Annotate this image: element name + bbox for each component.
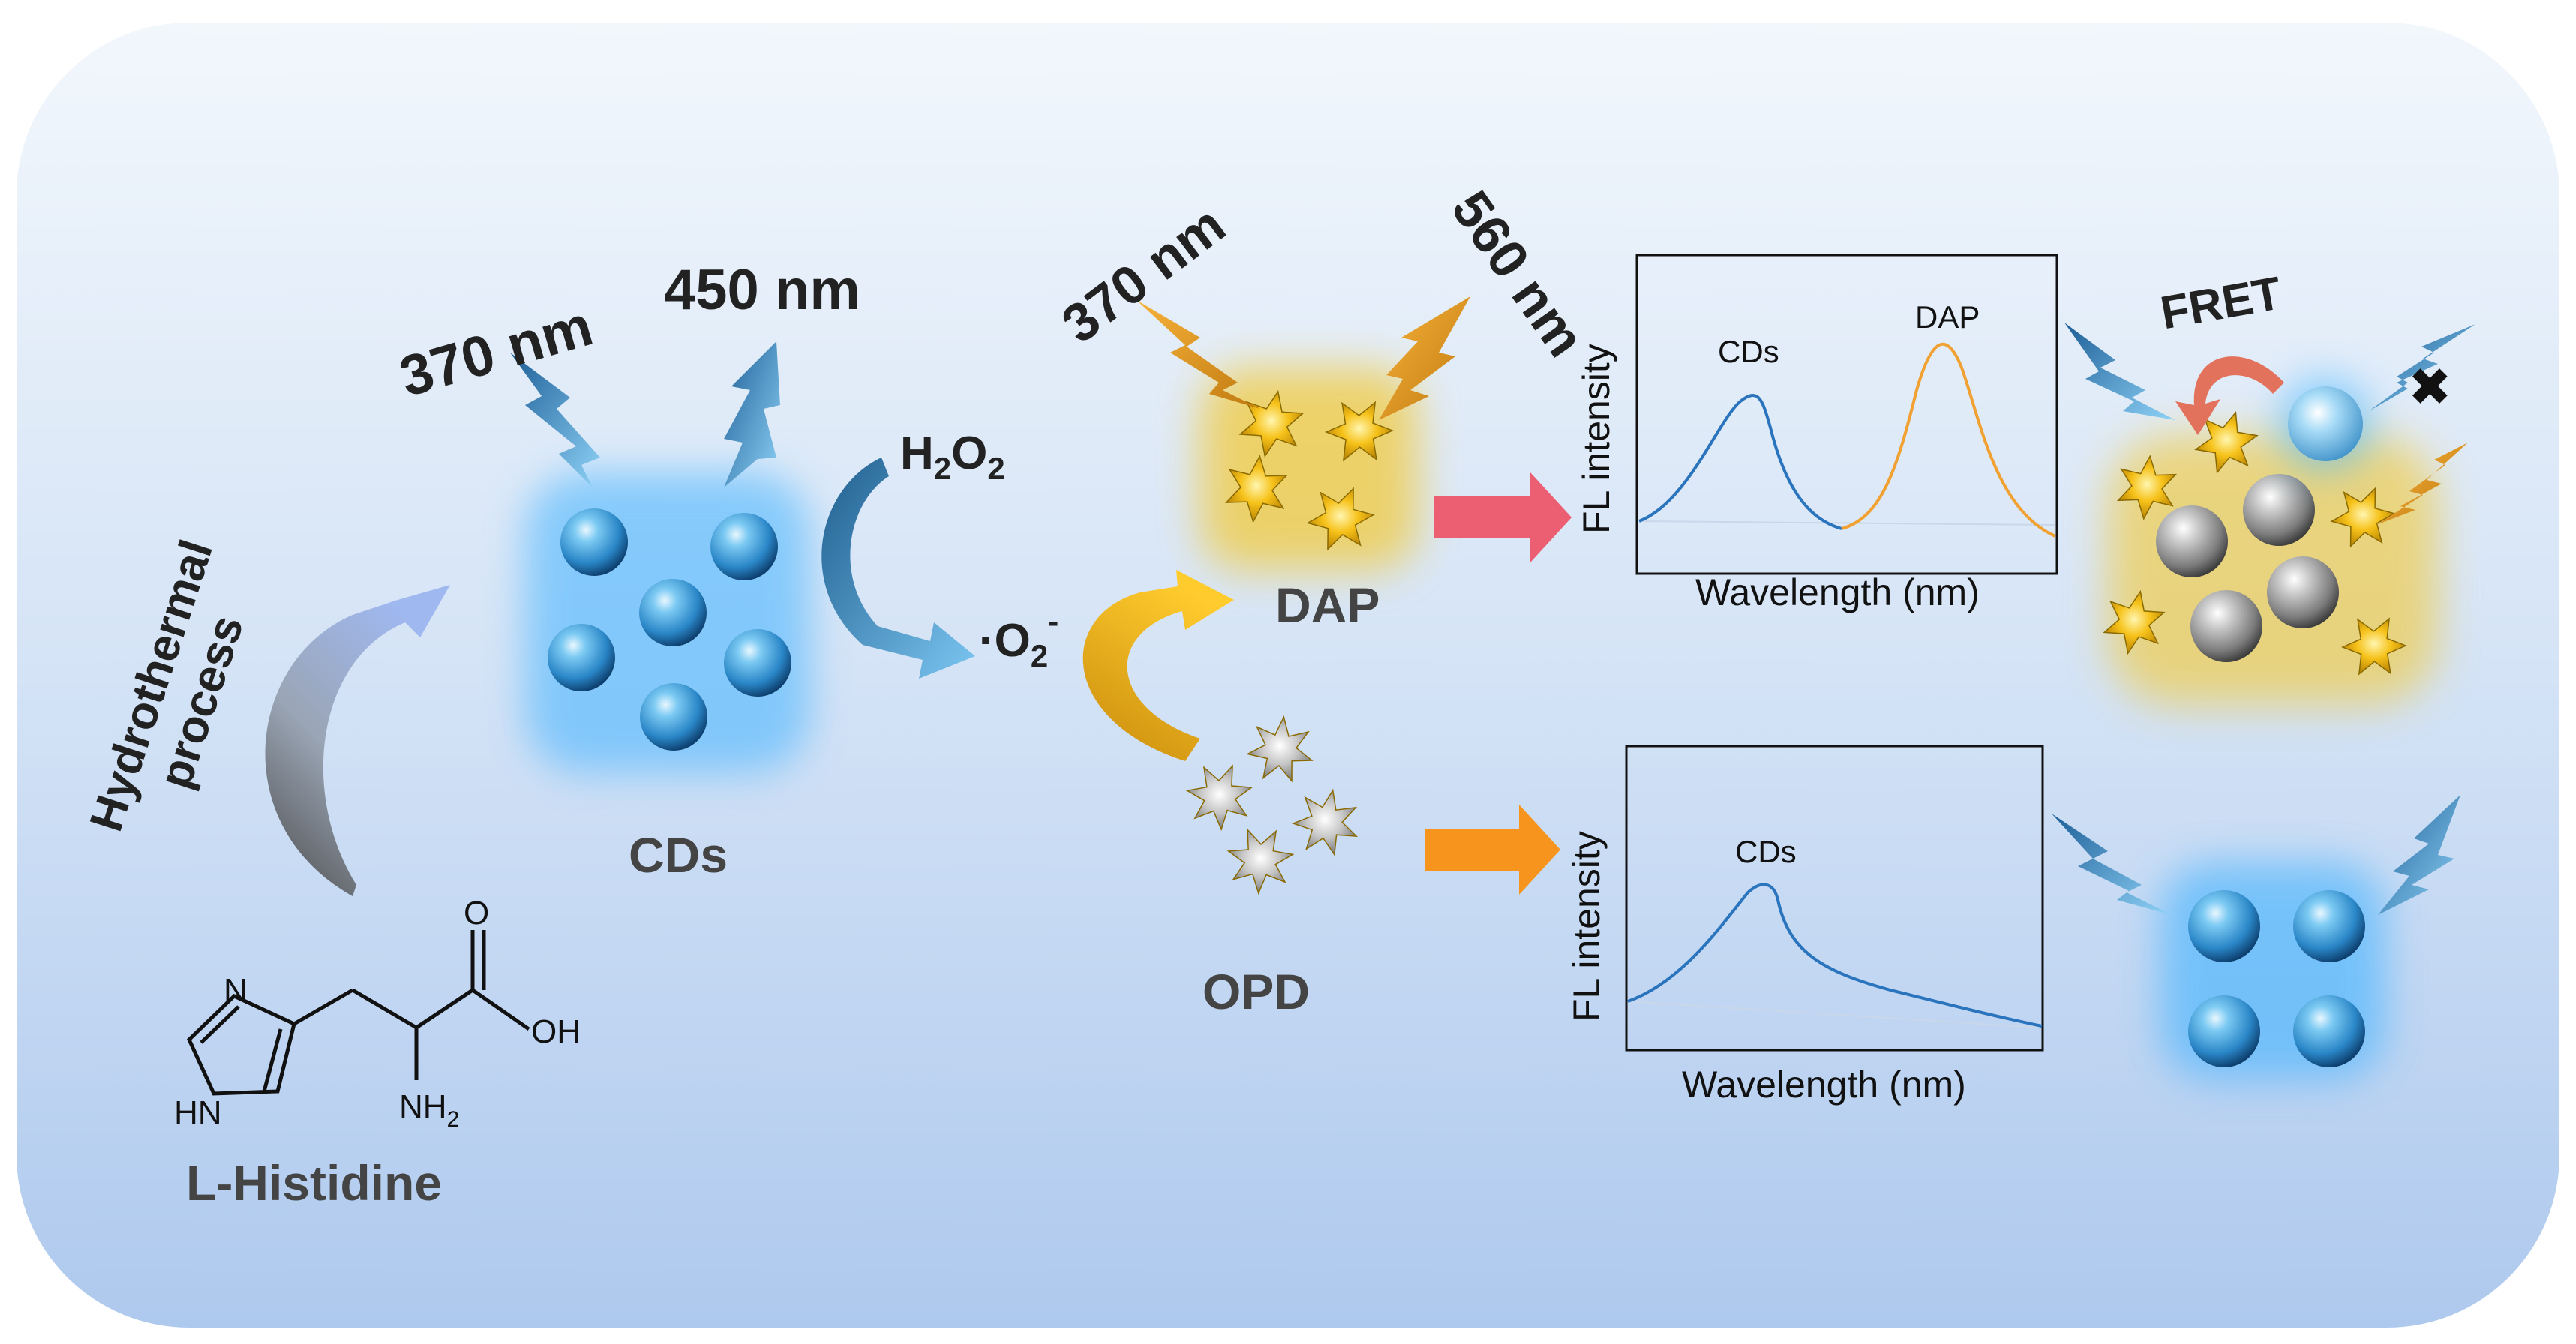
histidine-structure — [186, 930, 530, 1096]
spectrum-top-cds-curve — [1638, 394, 1842, 530]
spectrum-top-frame — [1635, 254, 2058, 575]
spectrum-top-xlabel: Wavelength (nm) — [1695, 572, 1980, 614]
spectrum-top-ylabel: FL intensity — [1575, 344, 1617, 534]
dap-star-molecule — [1238, 389, 1305, 458]
cd-particle — [2188, 890, 2260, 962]
h2o2-label: H2O2 — [900, 428, 1005, 486]
donor-cd-particle — [2288, 386, 2363, 461]
cd-particle — [2293, 995, 2365, 1067]
ring-hn-label: HN — [174, 1094, 222, 1131]
opd-star-molecule — [1185, 764, 1253, 832]
dap-name-label: DAP — [1275, 578, 1380, 633]
superoxide-label: ·O2- — [979, 604, 1058, 674]
fret-dap-bolt-icon — [2376, 442, 2468, 525]
background-panel — [17, 22, 2559, 1328]
fret-stars — [2103, 411, 2407, 676]
cd-particle — [724, 629, 791, 697]
opd-stars — [1185, 716, 1359, 896]
excitation-bolt-icon — [510, 352, 600, 488]
fret-star-molecule — [2103, 590, 2166, 656]
quenched-cd-particle — [2243, 474, 2315, 546]
emission-bolt-icon — [724, 341, 780, 488]
dap-excitation-bolt-icon — [1136, 300, 1260, 409]
cds-emission-label: 450 nm — [664, 258, 860, 322]
cds-name-label: CDs — [629, 827, 728, 883]
dap-stars — [1225, 389, 1394, 551]
cd-particle — [2293, 890, 2365, 962]
opd-to-dap-arrow — [1082, 570, 1234, 761]
opd-name-label: OPD — [1202, 964, 1310, 1019]
free-cds-emission-bolt-icon — [2378, 795, 2460, 915]
spectrum-bottom-frame — [1625, 745, 2044, 1052]
free-cds-cluster — [2160, 862, 2385, 1080]
hydroxyl-label: OH — [531, 1013, 581, 1050]
quenched-cd-particle — [2267, 556, 2339, 628]
cds-cluster — [525, 472, 810, 772]
quenched-cd-particle — [2156, 506, 2228, 578]
fret-transfer-arrow — [2175, 356, 2284, 435]
fret-star-molecule — [2341, 617, 2407, 676]
quenched-cd-particle — [2190, 590, 2262, 662]
imidazole-ring — [186, 994, 296, 1096]
spectrum-bottom-xlabel: Wavelength (nm) — [1682, 1064, 1966, 1106]
cd-particle — [640, 683, 707, 751]
fret-star-molecule — [2116, 454, 2178, 520]
opd-star-molecule — [1291, 788, 1359, 856]
opd-star-molecule — [1246, 716, 1314, 783]
spectrum-bottom-baseline — [1627, 1000, 2041, 1028]
spectrum-bottom-cds-curve — [1627, 883, 2043, 1028]
carbonyl-o-label: O — [464, 895, 489, 932]
amine-label: NH2 — [399, 1088, 459, 1132]
h2o2-arrow — [821, 458, 975, 679]
spectrum-top-baseline — [1638, 520, 2056, 526]
spectrum-top-peak2-label: DAP — [1915, 299, 1980, 334]
fret-incoming-bolt-icon — [2064, 322, 2175, 420]
cd-particle — [710, 513, 778, 580]
opd-star-molecule — [1226, 828, 1295, 896]
fret-blocked-bolt-icon — [2369, 324, 2475, 411]
dap-emission-bolt-icon — [1379, 296, 1470, 420]
orange-arrow — [1425, 805, 1560, 895]
free-cds-excitation-bolt-icon — [2052, 814, 2172, 915]
spectrum-top: CDs DAP Wavelength (nm) FL intensity — [1575, 254, 2058, 614]
spectrum-bottom-peak1-label: CDs — [1735, 834, 1797, 869]
cd-particle — [548, 624, 615, 692]
ring-n-label: N — [224, 972, 248, 1009]
fret-blocked-mark: ✖ — [2408, 358, 2452, 416]
dap-star-molecule — [1306, 487, 1375, 551]
dap-star-molecule — [1325, 400, 1394, 462]
histidine-name-label: L-Histidine — [186, 1155, 442, 1210]
pink-arrow — [1434, 472, 1572, 562]
spectrum-top-peak1-label: CDs — [1718, 334, 1779, 369]
spectrum-top-dap-curve — [1841, 342, 2056, 538]
hydrothermal-arrow — [265, 585, 450, 896]
spectrum-bottom-ylabel: FL intensity — [1566, 831, 1608, 1022]
cd-particle — [2188, 995, 2260, 1067]
spectrum-bottom: CDs Wavelength (nm) FL intensity — [1566, 745, 2044, 1106]
dap-star-molecule — [1225, 454, 1288, 524]
cd-particle — [560, 508, 628, 576]
cd-particle — [639, 579, 707, 646]
